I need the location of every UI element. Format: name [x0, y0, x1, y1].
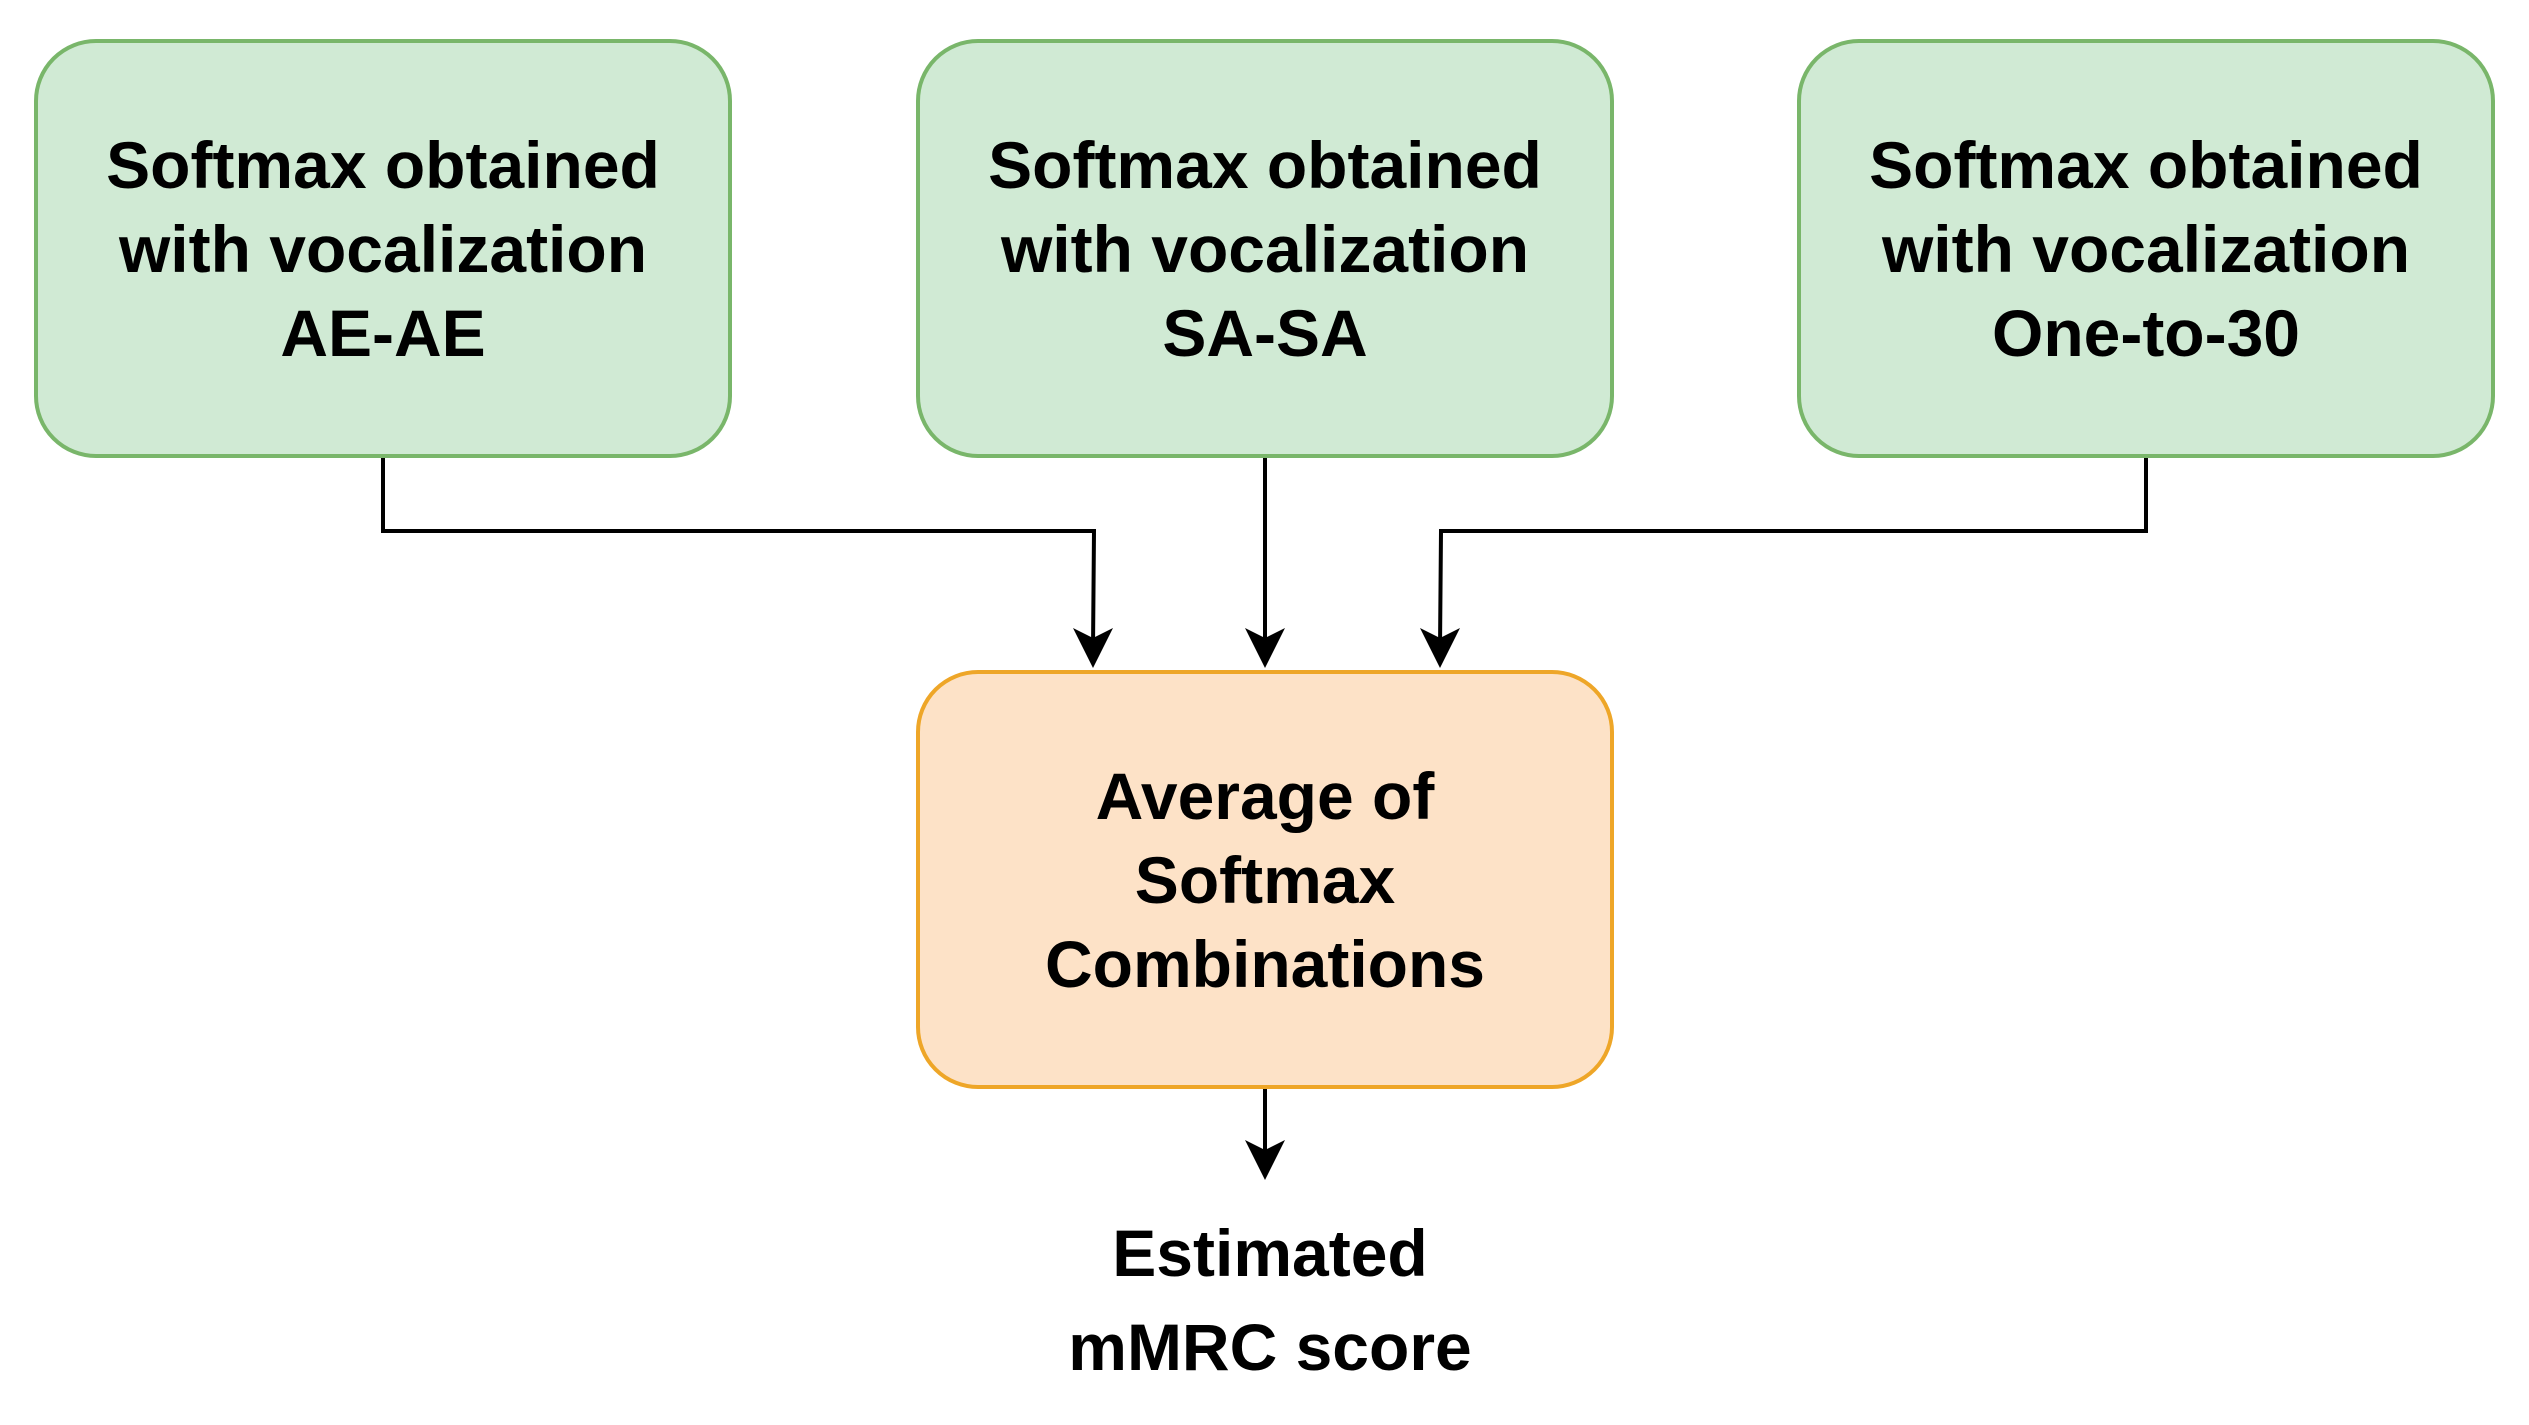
input-box-ae-ae-line-2: with vocalization — [118, 211, 648, 286]
average-box-line-2: Softmax — [1134, 842, 1396, 917]
output-label-line-1: Estimated — [1112, 1216, 1428, 1290]
input-box-ae-ae: Softmax obtained with vocalization AE-AE — [34, 39, 732, 458]
arrowhead-output — [1245, 1140, 1285, 1180]
input-box-sa-sa-line-1: Softmax obtained — [988, 127, 1542, 202]
connector-ae-ae-to-average — [381, 458, 1097, 649]
input-box-sa-sa-line-3: SA-SA — [1162, 295, 1368, 370]
output-label: Estimated mMRC score — [1010, 1206, 1530, 1394]
arrowhead-one-to-30 — [1420, 628, 1460, 668]
input-box-sa-sa: Softmax obtained with vocalization SA-SA — [916, 39, 1614, 458]
arrowhead-sa-sa — [1245, 628, 1285, 668]
average-box-line-3: Combinations — [1045, 926, 1485, 1001]
connector-one-to-30-to-average — [1438, 458, 2148, 649]
input-box-ae-ae-line-1: Softmax obtained — [106, 127, 660, 202]
input-box-one-to-30: Softmax obtained with vocalization One-t… — [1797, 39, 2495, 458]
input-box-one-to-30-line-3: One-to-30 — [1991, 295, 2301, 370]
output-label-line-2: mMRC score — [1068, 1310, 1472, 1384]
input-box-one-to-30-line-1: Softmax obtained — [1869, 127, 2423, 202]
input-box-sa-sa-line-2: with vocalization — [1000, 211, 1530, 286]
input-box-ae-ae-line-3: AE-AE — [280, 295, 486, 370]
average-softmax-box: Average of Softmax Combinations — [916, 670, 1614, 1089]
arrowhead-ae-ae — [1073, 628, 1113, 668]
input-box-one-to-30-line-2: with vocalization — [1881, 211, 2411, 286]
average-box-line-1: Average of — [1095, 758, 1435, 833]
